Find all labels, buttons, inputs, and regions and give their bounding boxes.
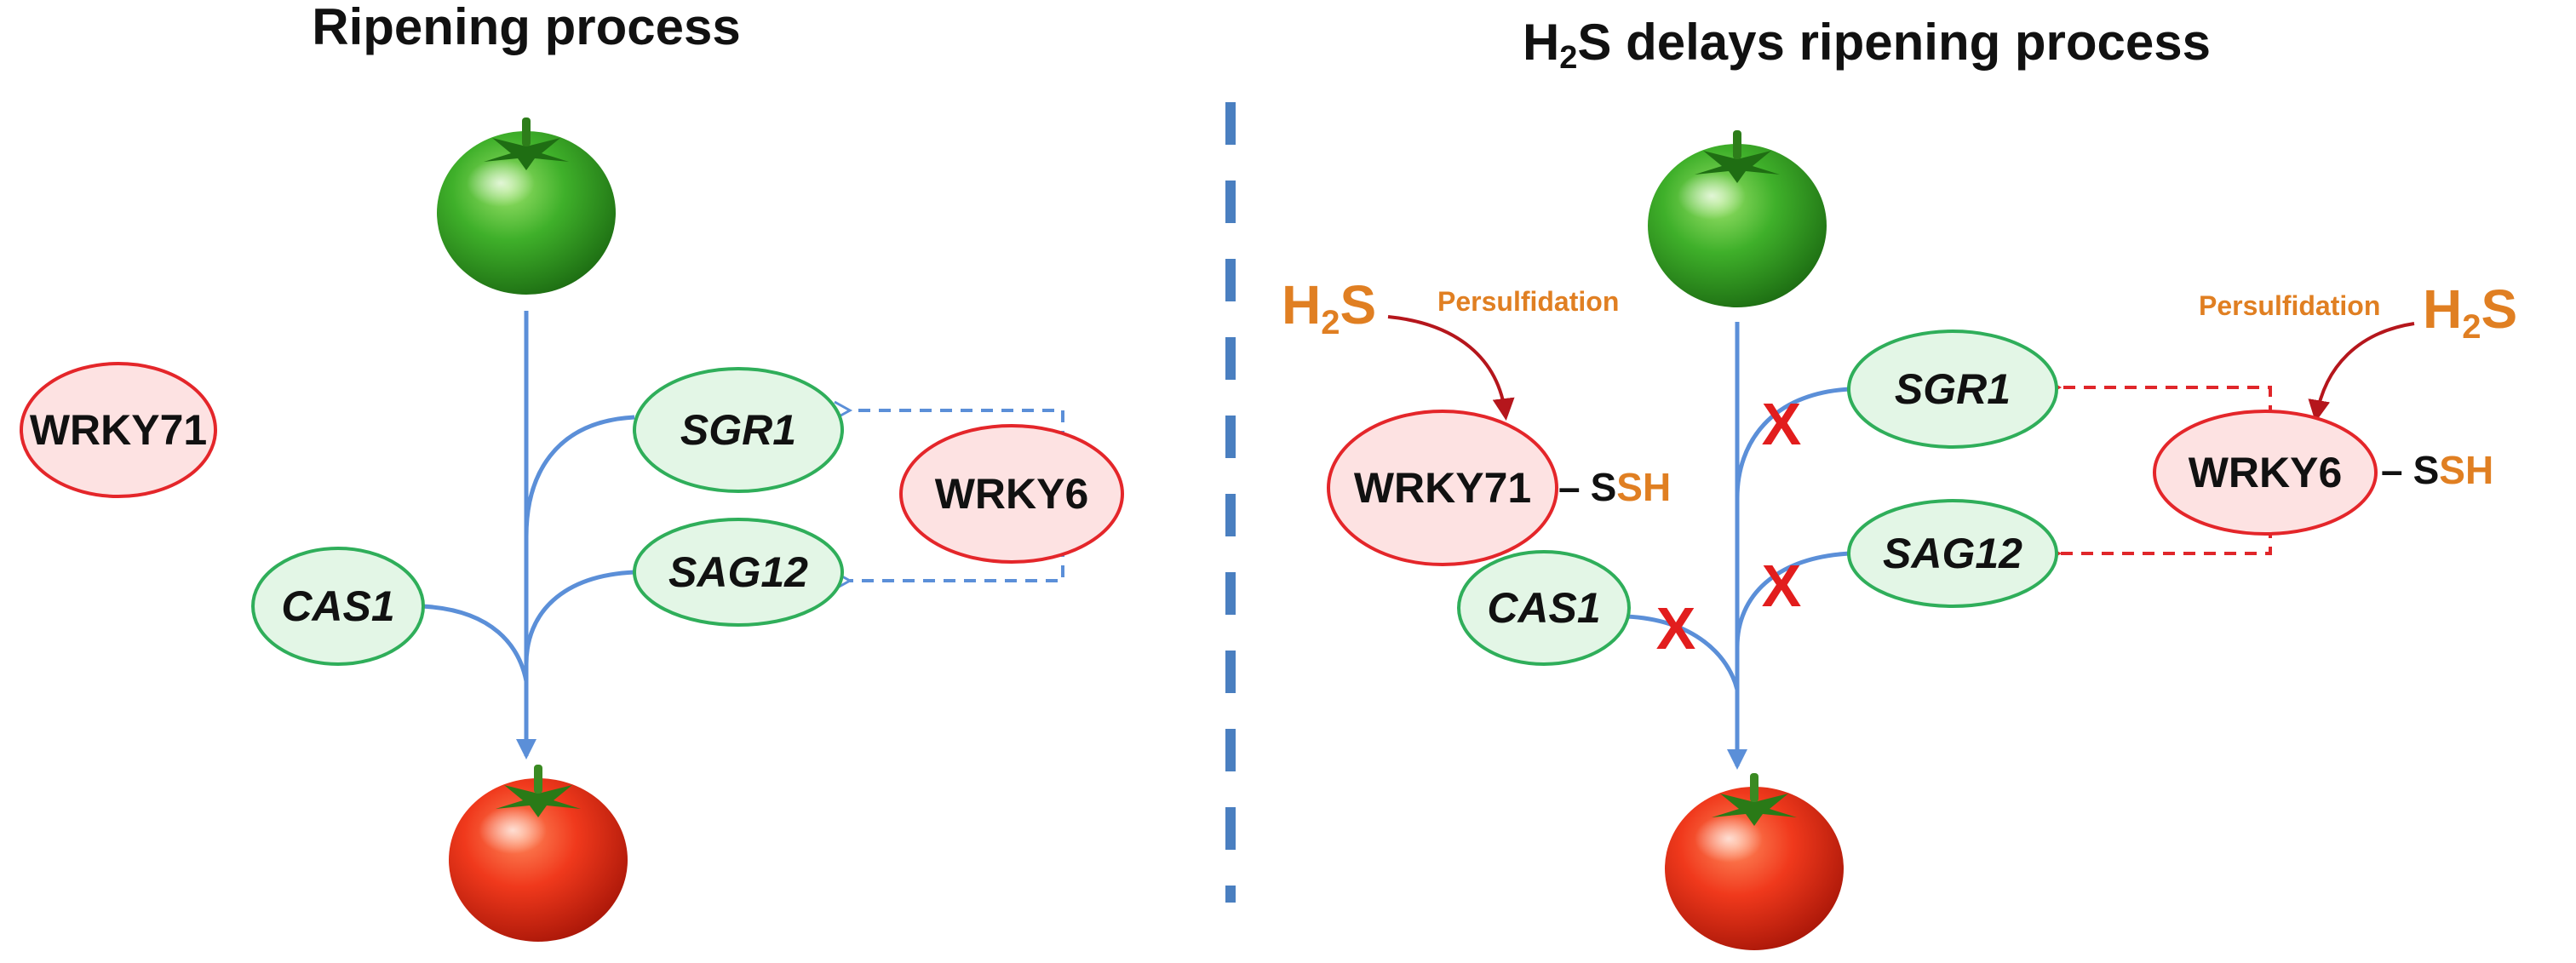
left-wrky71-node: WRKY71 xyxy=(20,362,217,498)
right-sag12-curve xyxy=(1735,551,1850,648)
svg-text:WRKY71: WRKY71 xyxy=(1354,464,1531,512)
left-sgr1-node: SGR1 xyxy=(633,367,844,493)
svg-text:WRKY71: WRKY71 xyxy=(30,406,207,454)
svg-text:WRKY6: WRKY6 xyxy=(935,470,1089,518)
x-mark-sag12: X xyxy=(1762,553,1802,619)
persulfidation-arrow-right xyxy=(2308,322,2415,422)
svg-text:SGR1: SGR1 xyxy=(1895,365,2011,413)
persulfidation-label-left: Persulfidation xyxy=(1437,286,1619,317)
x-mark-sgr1: X xyxy=(1762,391,1802,457)
right-cas1-curve xyxy=(1626,614,1740,691)
right-wrky6-sgr1-dashed xyxy=(2043,377,2272,417)
left-cas1-node: CAS1 xyxy=(251,547,425,666)
persulfidation-arrow-left xyxy=(1387,315,1515,421)
left-sag12-node: SAG12 xyxy=(633,518,844,627)
left-sag12-curve xyxy=(524,570,635,665)
svg-text:CAS1: CAS1 xyxy=(1487,584,1600,632)
h2s-label-right: H2S xyxy=(2423,278,2517,346)
persulfidation-label-right: Persulfidation xyxy=(2199,290,2380,321)
right-sgr1-node: SGR1 xyxy=(1847,330,2058,449)
red-tomato-icon xyxy=(449,765,628,942)
left-title: Ripening process xyxy=(312,0,740,55)
right-title: H2S delays ripening process xyxy=(1523,14,2211,76)
right-cas1-node: CAS1 xyxy=(1457,550,1631,666)
svg-text:WRKY6: WRKY6 xyxy=(2189,449,2343,496)
right-wrky6-node: WRKY6 xyxy=(2153,410,2378,536)
green-tomato-icon xyxy=(437,118,616,295)
left-wrky6-node: WRKY6 xyxy=(899,424,1124,564)
svg-text:SAG12: SAG12 xyxy=(668,548,808,596)
right-sag12-node: SAG12 xyxy=(1847,499,2058,608)
red-tomato-icon xyxy=(1665,773,1844,950)
svg-text:SAG12: SAG12 xyxy=(1883,530,2022,577)
wrky71-ssh-label: –SSH xyxy=(1558,465,1671,509)
wrky6-ssh-label: –SSH xyxy=(2381,448,2493,492)
left-sgr1-curve xyxy=(524,415,635,537)
right-wrky71-node: WRKY71 xyxy=(1327,410,1558,566)
green-tomato-icon xyxy=(1648,130,1827,307)
left-cas1-curve xyxy=(421,604,529,682)
left-wrky6-sag12-dashed xyxy=(834,545,1064,591)
svg-text:CAS1: CAS1 xyxy=(281,582,394,630)
right-sgr1-curve xyxy=(1735,387,1850,499)
svg-text:SGR1: SGR1 xyxy=(680,406,796,454)
h2s-label-left: H2S xyxy=(1282,274,1376,341)
x-mark-cas1: X xyxy=(1656,595,1696,662)
